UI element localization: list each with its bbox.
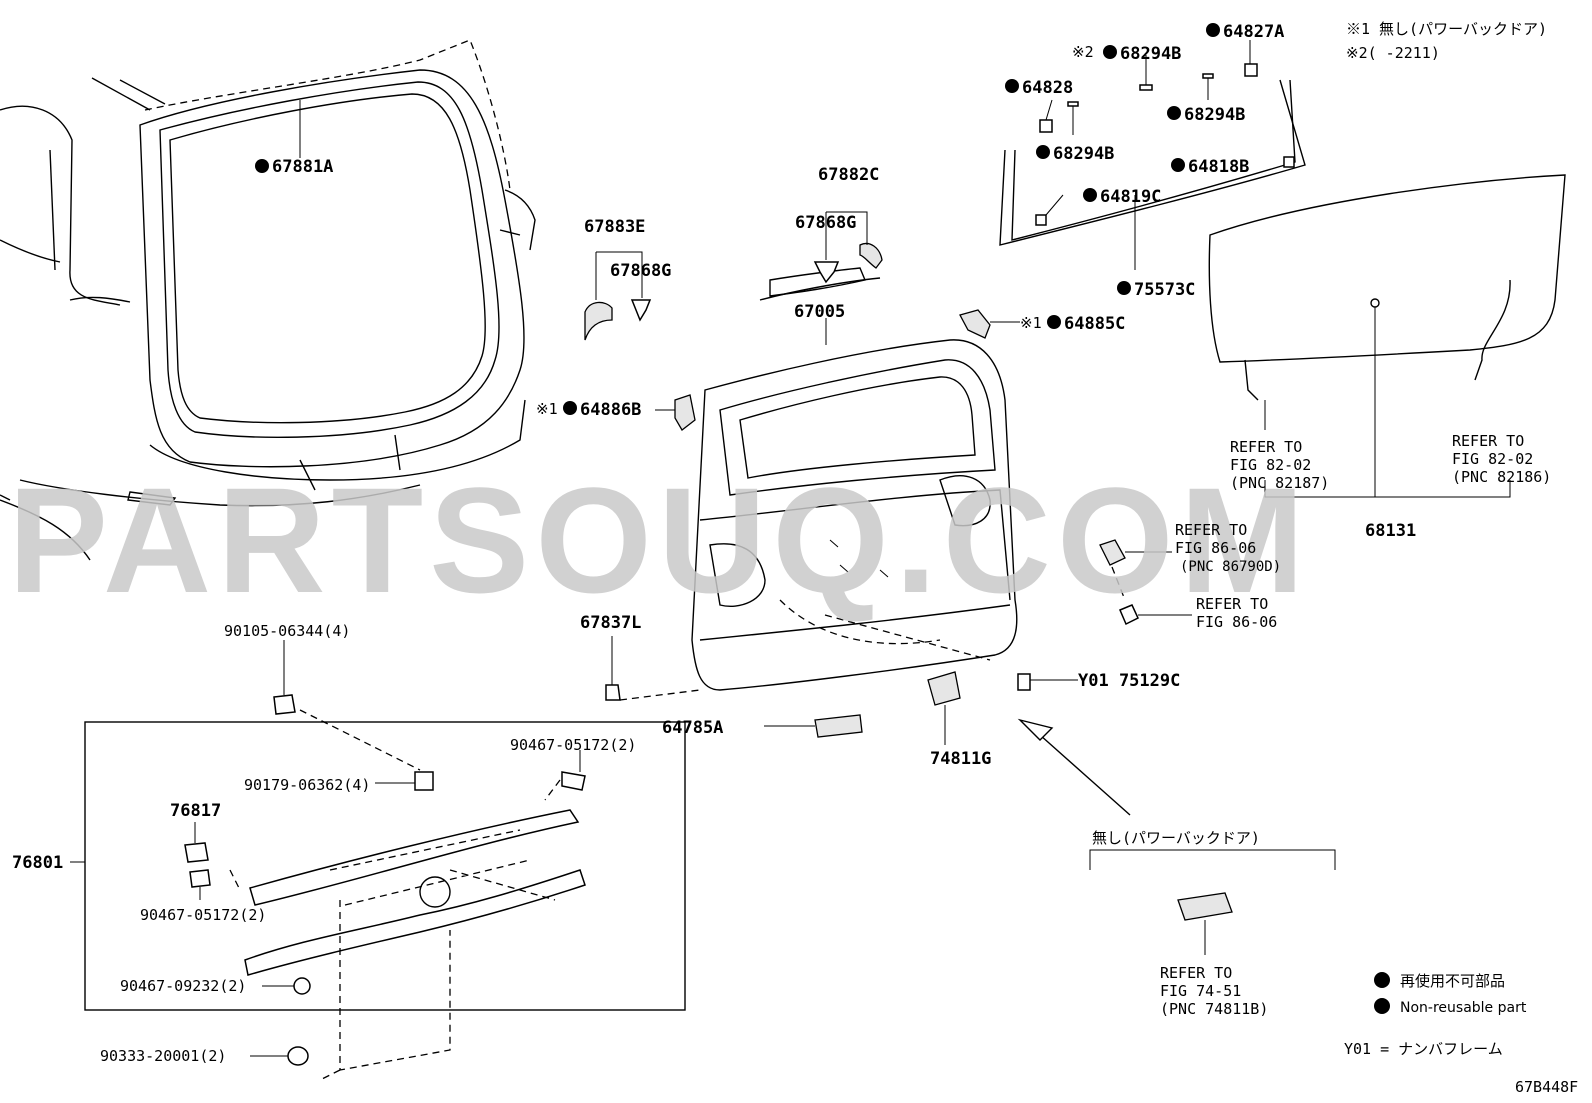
label-68294B-c[interactable]: 68294B (1184, 105, 1245, 125)
no-power-door-label: 無し(パワーバックドア) (1092, 829, 1260, 847)
back-door-glass (1208, 174, 1566, 498)
label-Y01-75129C[interactable]: Y01 75129C (1078, 671, 1180, 691)
ref2-line2[interactable]: FIG 82-02 (1452, 450, 1533, 468)
label-68294B-a[interactable]: 68294B (1120, 44, 1181, 64)
ref3-line3[interactable]: (PNC 86790D) (1180, 559, 1281, 575)
back-door-panel (691, 267, 1018, 691)
diagram-code: 67B448F (1515, 1078, 1578, 1096)
mark-68294B-a: ※2 (1072, 43, 1094, 61)
legend-y01: Y01 = ナンバフレーム (1344, 1040, 1503, 1058)
garnish-assembly-76801 (70, 640, 686, 1081)
ref5-line3[interactable]: (PNC 74811B) (1160, 1000, 1268, 1018)
mark-64885C: ※1 (1020, 314, 1042, 332)
watermark-text: PARTSOUQ.COM (8, 456, 1311, 624)
notes-legend: ※1 無し(パワーバックドア) ※2( -2211) 無し(パワーバックドア) … (1092, 20, 1578, 1096)
label-90467-05172-a[interactable]: 90467-05172(2) (510, 736, 636, 754)
label-64819C[interactable]: 64819C (1100, 187, 1161, 207)
label-76817[interactable]: 76817 (170, 801, 221, 821)
ref4-line1[interactable]: REFER TO (1196, 595, 1268, 613)
small-parts-top (584, 211, 1020, 431)
label-64828[interactable]: 64828 (1022, 78, 1073, 98)
vehicle-rear-body (0, 39, 536, 561)
label-90467-05172-b[interactable]: 90467-05172(2) (140, 906, 266, 924)
label-64785A[interactable]: 64785A (662, 718, 723, 738)
ref1-line1[interactable]: REFER TO (1230, 438, 1302, 456)
label-64818B[interactable]: 64818B (1188, 157, 1249, 177)
part-labels: 67881A 67883E 67868G 67882C 67868G 67005… (12, 22, 1416, 1065)
label-90467-09232[interactable]: 90467-09232(2) (120, 977, 246, 995)
label-90105-06344[interactable]: 90105-06344(4) (224, 622, 350, 640)
ref3-line2[interactable]: FIG 86-06 (1175, 539, 1256, 557)
ref5-line2[interactable]: FIG 74-51 (1160, 982, 1241, 1000)
label-67883E[interactable]: 67883E (584, 217, 645, 237)
label-67837L[interactable]: 67837L (580, 613, 641, 633)
label-68131[interactable]: 68131 (1365, 521, 1416, 541)
legend-en: Non-reusable part (1400, 1000, 1527, 1016)
refer-blocks: REFER TO FIG 82-02 (PNC 82187) REFER TO … (1160, 432, 1551, 1018)
weatherstrip-75573C (999, 40, 1306, 270)
label-67005[interactable]: 67005 (794, 302, 845, 322)
label-64885C[interactable]: 64885C (1064, 314, 1125, 334)
note-1: ※1 無し(パワーバックドア) (1346, 20, 1547, 38)
mark-64886B: ※1 (536, 400, 558, 418)
label-67868G-b[interactable]: 67868G (795, 213, 856, 233)
ref2-line1[interactable]: REFER TO (1452, 432, 1524, 450)
label-67868G-a[interactable]: 67868G (610, 261, 671, 281)
label-67881A[interactable]: 67881A (272, 157, 333, 177)
ref4-line2[interactable]: FIG 86-06 (1196, 613, 1277, 631)
ref1-line2[interactable]: FIG 82-02 (1230, 456, 1311, 474)
ref2-line3[interactable]: (PNC 82186) (1452, 468, 1551, 486)
ref3-line1[interactable]: REFER TO (1175, 521, 1247, 539)
small-parts-lower (605, 539, 1336, 955)
label-76801[interactable]: 76801 (12, 853, 63, 873)
note-2: ※2( -2211) (1346, 44, 1440, 62)
label-64827A[interactable]: 64827A (1223, 22, 1284, 42)
ref1-line3[interactable]: (PNC 82187) (1230, 474, 1329, 492)
label-90179-06362[interactable]: 90179-06362(4) (244, 776, 370, 794)
label-75573C[interactable]: 75573C (1134, 280, 1195, 300)
label-64886B[interactable]: 64886B (580, 400, 641, 420)
ref5-line1[interactable]: REFER TO (1160, 964, 1232, 982)
legend-jp: 再使用不可部品 (1400, 972, 1505, 990)
label-90333-20001[interactable]: 90333-20001(2) (100, 1047, 226, 1065)
label-74811G[interactable]: 74811G (930, 749, 991, 769)
label-67882C[interactable]: 67882C (818, 165, 879, 185)
label-68294B-b[interactable]: 68294B (1053, 144, 1114, 164)
